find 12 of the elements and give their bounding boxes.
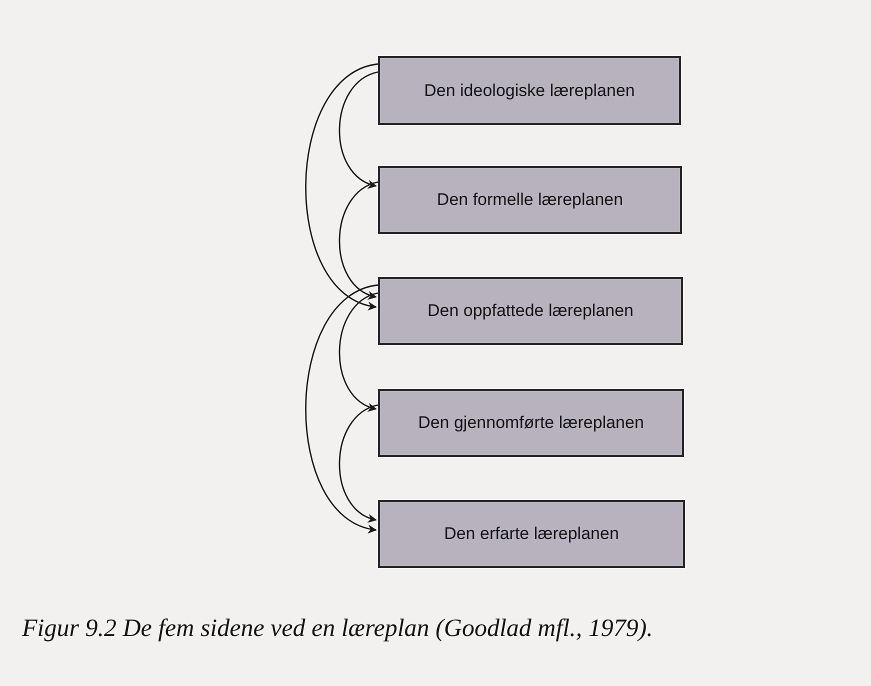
curved-arrow (338, 292, 378, 410)
curved-arrow (338, 71, 378, 188)
curriculum-box: Den erfarte læreplanen (378, 500, 685, 568)
curved-arrow (305, 284, 378, 532)
curriculum-box: Den gjennomførte læreplanen (378, 389, 684, 457)
curriculum-box: Den oppfattede læreplanen (378, 277, 683, 345)
curved-arrow (338, 404, 378, 522)
curved-arrow (305, 63, 378, 309)
curriculum-box: Den formelle læreplanen (378, 166, 682, 234)
curriculum-box: Den ideologiske læreplanen (378, 56, 681, 125)
curved-arrow (338, 181, 378, 298)
figure-caption: Figur 9.2 De fem sidene ved en læreplan (Goodlad mfl., 1979). (22, 614, 653, 644)
